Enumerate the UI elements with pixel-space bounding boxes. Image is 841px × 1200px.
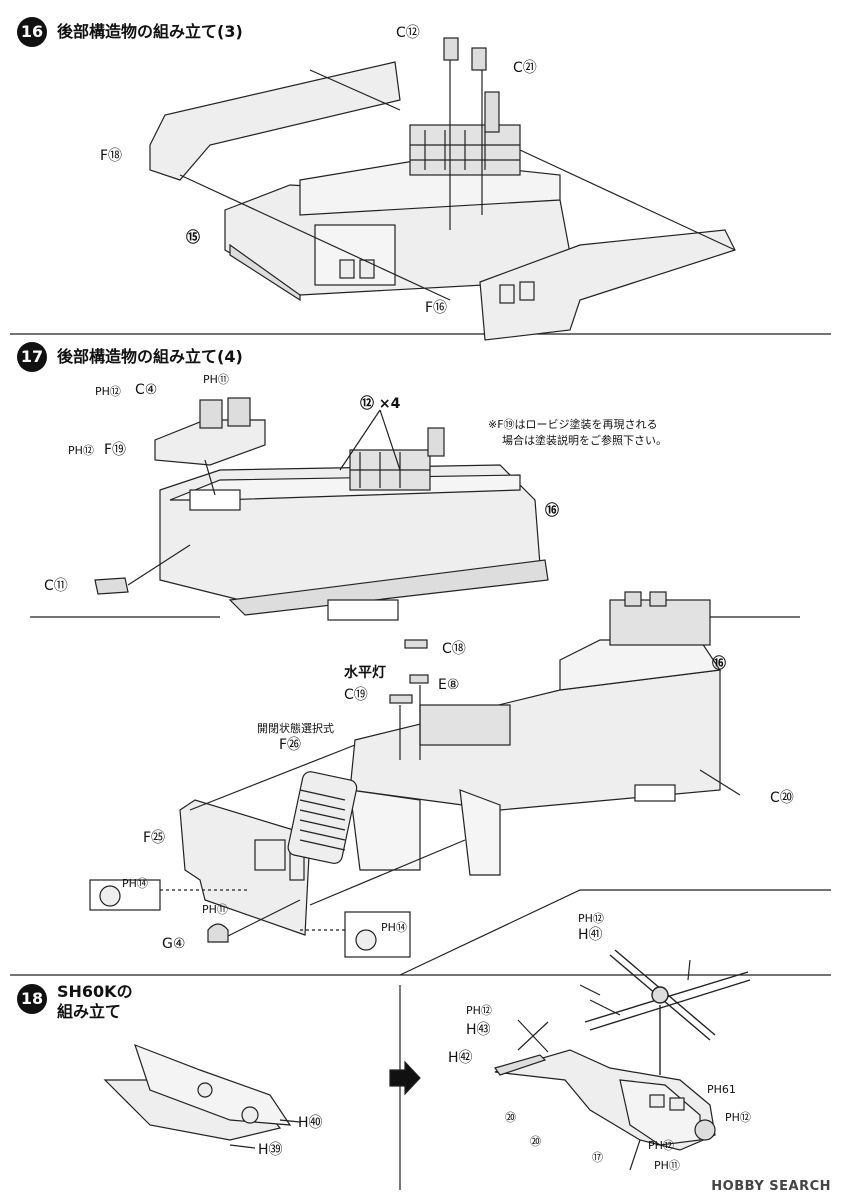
part-label-h42: H㊷ (448, 1050, 473, 1066)
step17-lower-hull (349, 591, 722, 876)
step-16-badge: 16 (17, 17, 47, 47)
paint-label-12x4: ⑫ ×4 (360, 396, 401, 412)
ref-label-15: ⑮ (186, 230, 200, 246)
part-label-ph12-b: PH⑫ (68, 444, 94, 457)
section-divider (399, 889, 831, 976)
part-label-h41: H㊶ (578, 927, 603, 943)
part-label-ph14-a: PH⑭ (122, 877, 148, 890)
part-label-c21: C㉑ (513, 60, 537, 76)
part-label-c11: C⑪ (44, 578, 68, 594)
step-17-badge: 17 (17, 342, 47, 372)
helicopter-fuselage-left (103, 1043, 292, 1141)
part-label-c12: C⑫ (396, 25, 420, 41)
part-label-ph12-b-18: PH⑫ (466, 1004, 492, 1017)
step-18-title-line2: 組み立て (57, 1002, 122, 1021)
paint-label-20-a: ⑳ (505, 1111, 516, 1124)
part-f16-wall (479, 229, 736, 341)
ref-label-16-b: ⑯ (712, 656, 726, 672)
paint-label-20-b: ⑳ (530, 1135, 541, 1148)
main-rotor (584, 949, 751, 1075)
step-18-title-line1: SH60Kの (57, 982, 133, 1001)
part-label-g4: G④ (162, 936, 186, 952)
part-label-ph12-a: PH⑫ (95, 385, 121, 398)
horizontal-light-label: 水平灯 (344, 665, 386, 681)
part-label-ph12-c-18: PH⑫ (725, 1111, 751, 1124)
part-label-e8: E⑧ (438, 677, 460, 693)
part-f25-panel (179, 799, 311, 936)
part-label-ph14-b: PH⑭ (381, 921, 407, 934)
watermark: HOBBY SEARCH (711, 1179, 831, 1194)
part-label-h40: H㊵ (298, 1115, 323, 1131)
part-label-c18: C⑱ (442, 641, 466, 657)
part-label-h39: H㊴ (258, 1142, 283, 1158)
part-label-f18: F⑱ (100, 148, 123, 164)
part-label-c4: C④ (135, 382, 158, 398)
part-label-c19: C⑲ (344, 687, 368, 703)
helicopter-fuselage-right (494, 1049, 716, 1151)
ref-label-16-a: ⑯ (545, 503, 559, 519)
part-label-c20: C⑳ (770, 790, 794, 806)
step-18-badge: 18 (17, 984, 47, 1014)
part-label-ph12-a-18: PH⑫ (578, 912, 604, 925)
part-label-ph11-a: PH⑪ (203, 373, 229, 386)
part-label-ph61: PH61 (707, 1083, 736, 1096)
part-label-f26: F㉖ (279, 737, 302, 753)
step16-hull (224, 91, 576, 302)
part-label-ph12-d-18: PH⑫ (648, 1139, 674, 1152)
tail-rotor (517, 1019, 549, 1053)
step17-upper-hull (159, 427, 549, 621)
part-label-h43: H㊸ (466, 1022, 491, 1038)
part-f18-wall (149, 61, 401, 181)
open-state-note: 開閉状態選択式 (257, 722, 334, 735)
arrow-icon (389, 1060, 421, 1096)
f19-note-line2: 場合は塗装説明をご参照下さい。 (502, 434, 667, 447)
part-label-ph11-b: PH⑪ (202, 903, 228, 916)
part-f26-louver (287, 771, 358, 864)
part-label-ph11-18: PH⑪ (654, 1159, 680, 1172)
f19-note-line1: ※F⑲はロービジ塗装を再現される (488, 418, 658, 431)
step-16-title: 後部構造物の組み立て(3) (57, 22, 243, 41)
part-label-f25: F㉕ (143, 830, 166, 846)
part-label-f19: F⑲ (104, 442, 127, 458)
paint-label-17: ⑰ (592, 1151, 603, 1164)
part-label-f16: F⑯ (425, 300, 448, 316)
step-17-title: 後部構造物の組み立て(4) (57, 347, 243, 366)
